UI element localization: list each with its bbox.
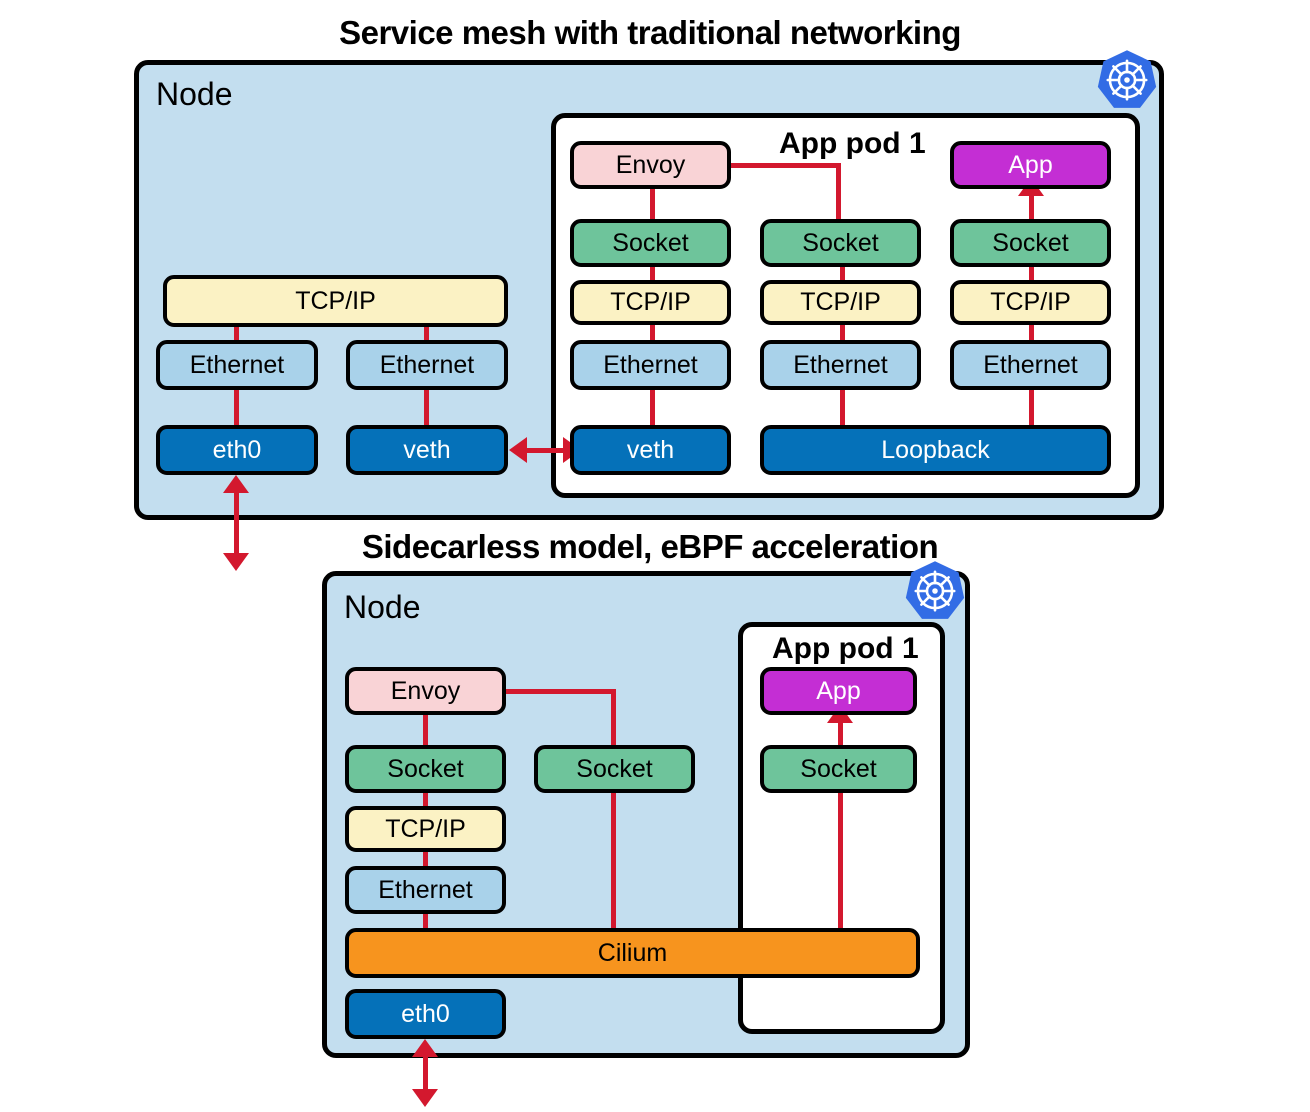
connector-tcpip-eth-left <box>234 310 239 352</box>
connector-socket1-tcpip1 <box>650 262 655 284</box>
connector-socket1-tcpip-bottom <box>423 789 428 811</box>
top-node-label: Node <box>156 76 233 112</box>
top-pod-socket-3-box: Socket <box>950 219 1111 267</box>
bottom-host-socket-2-box: Socket <box>534 745 695 793</box>
connector-eth2-loopback <box>840 380 845 430</box>
connector-envoy-socket1-bottom <box>423 710 428 752</box>
bottom-host-envoy-box: Envoy <box>345 667 506 715</box>
arrow-eth0-up-icon <box>412 1039 438 1057</box>
top-pod-socket-1-box: Socket <box>570 219 731 267</box>
bottom-pod-app-box: App <box>760 667 917 715</box>
top-diagram-title: Service mesh with traditional networking <box>339 14 961 51</box>
connector-eth0-external <box>234 482 239 556</box>
bottom-node-label: Node <box>344 589 421 625</box>
connector-tcpip-eth-right <box>424 310 429 352</box>
arrow-veth-left-icon <box>509 437 527 463</box>
connector-tcpip3-eth3 <box>1029 320 1034 344</box>
top-host-tcpip-box: TCP/IP <box>163 275 508 327</box>
connector-socket3-tcpip3 <box>1029 262 1034 284</box>
arrow-eth0-down-icon <box>223 553 249 571</box>
connector-envoy-socket2-bottom <box>611 689 616 751</box>
top-pod-tcpip-3-box: TCP/IP <box>950 280 1111 325</box>
top-pod-ethernet-2-box: Ethernet <box>760 340 921 390</box>
connector-socket2-tcpip2 <box>840 262 845 284</box>
connector-envoy-socket1 <box>650 183 655 225</box>
top-pod-ethernet-1-box: Ethernet <box>570 340 731 390</box>
bottom-host-ethernet-box: Ethernet <box>345 866 506 914</box>
connector-eth-cilium-bottom <box>423 908 428 933</box>
arrow-eth0-up-icon <box>223 475 249 493</box>
connector-eth0-external-bottom <box>423 1046 428 1092</box>
top-app-pod-label: App pod 1 <box>779 127 926 160</box>
connector-tcpip2-eth2 <box>840 320 845 344</box>
connector-pod-socket-cilium-bottom <box>838 789 843 933</box>
bottom-cilium-box: Cilium <box>345 928 920 978</box>
top-pod-loopback-box: Loopback <box>760 425 1111 475</box>
top-pod-veth-box: veth <box>570 425 731 475</box>
connector-tcpip1-eth1 <box>650 320 655 344</box>
arrow-eth0-down-icon <box>412 1089 438 1107</box>
kubernetes-logo-icon <box>905 561 965 619</box>
connector-eth3-loopback <box>1029 380 1034 430</box>
top-host-eth0-box: eth0 <box>156 425 318 475</box>
connector-envoy-socket2 <box>836 163 841 225</box>
bottom-app-pod-label: App pod 1 <box>772 632 919 665</box>
top-pod-socket-2-box: Socket <box>760 219 921 267</box>
kubernetes-logo-icon <box>1097 50 1157 108</box>
bottom-host-socket-1-box: Socket <box>345 745 506 793</box>
connector-veth-veth <box>518 448 570 453</box>
bottom-pod-socket-box: Socket <box>760 745 917 793</box>
connector-pod-socket-app-bottom <box>838 712 843 754</box>
connector-envoy-right-bottom <box>505 689 615 694</box>
connector-tcpip-eth-bottom <box>423 849 428 871</box>
top-host-veth-box: veth <box>346 425 508 475</box>
bottom-diagram-title: Sidecarless model, eBPF acceleration <box>361 528 939 565</box>
connector-socket2-cilium-bottom <box>611 789 616 933</box>
connector-envoy-right <box>728 163 840 168</box>
bottom-host-tcpip-box: TCP/IP <box>345 806 506 852</box>
connector-eth-veth <box>424 380 429 430</box>
top-pod-ethernet-3-box: Ethernet <box>950 340 1111 390</box>
top-host-ethernet-left-box: Ethernet <box>156 340 318 390</box>
connector-socket3-app <box>1029 185 1034 227</box>
top-pod-envoy-box: Envoy <box>570 141 731 189</box>
bottom-host-eth0-box: eth0 <box>345 989 506 1039</box>
top-pod-app-box: App <box>950 141 1111 189</box>
connector-eth1-veth <box>650 380 655 430</box>
top-pod-tcpip-2-box: TCP/IP <box>760 280 921 325</box>
top-host-ethernet-right-box: Ethernet <box>346 340 508 390</box>
top-pod-tcpip-1-box: TCP/IP <box>570 280 731 325</box>
connector-eth-eth0 <box>234 380 239 430</box>
